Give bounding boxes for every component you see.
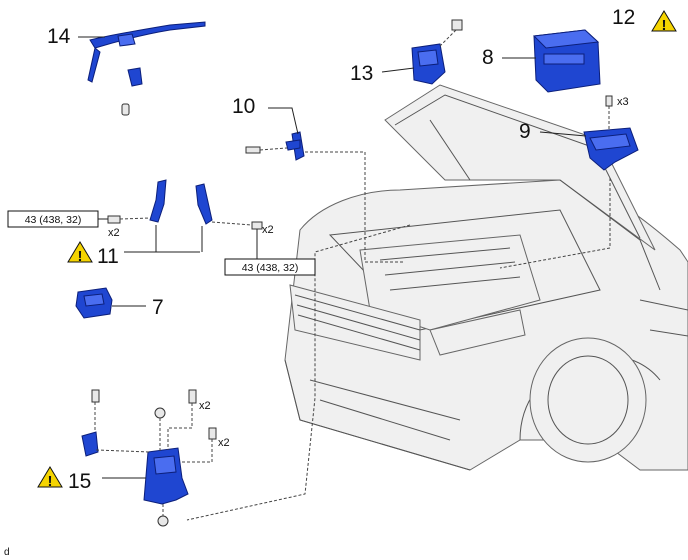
warning-icon-11: ! (67, 241, 93, 265)
qty-x2-11-right: x2 (262, 224, 274, 236)
label-15: 15 (68, 470, 91, 493)
torque-box-right: 43 (438, 32) (224, 229, 316, 276)
svg-text:!: ! (78, 248, 83, 265)
part-9-battery-tray (583, 95, 639, 171)
label-10: 10 (232, 95, 255, 118)
qty-x2-15-lower: x2 (218, 437, 230, 449)
part-10-clamp (245, 131, 305, 161)
location-lines (186, 151, 611, 521)
label-8: 8 (482, 46, 494, 69)
leader-11 (124, 225, 203, 253)
part-13-bracket (411, 19, 463, 85)
part-15-mount-bracket (81, 389, 217, 527)
vehicle-illustration (284, 84, 688, 471)
qty-x3-9: x3 (617, 96, 629, 108)
label-12: 12 (612, 6, 635, 29)
warning-icon-15: ! (37, 466, 63, 490)
qty-x2-11-left: x2 (108, 227, 120, 239)
label-14: 14 (47, 25, 71, 48)
svg-text:43 (438, 32): 43 (438, 32) (242, 262, 299, 274)
svg-text:!: ! (662, 17, 667, 34)
svg-text:!: ! (48, 473, 53, 490)
warning-icon-12: ! (651, 10, 677, 34)
part-14-wire-harness (87, 21, 206, 116)
footer-code: d (4, 547, 10, 558)
leader-9 (539, 131, 587, 137)
part-8-battery (532, 29, 601, 93)
leader-10 (268, 107, 299, 135)
label-7: 7 (152, 296, 164, 319)
part-11-brackets (107, 179, 263, 230)
label-9: 9 (519, 120, 531, 143)
part-7-module (75, 287, 113, 319)
label-13: 13 (350, 62, 373, 85)
svg-text:43 (438, 32): 43 (438, 32) (25, 214, 82, 226)
qty-x2-15-upper: x2 (199, 400, 211, 412)
leader-13 (381, 67, 415, 73)
torque-box-left: 43 (438, 32) (7, 210, 108, 228)
label-11: 11 (97, 245, 119, 268)
